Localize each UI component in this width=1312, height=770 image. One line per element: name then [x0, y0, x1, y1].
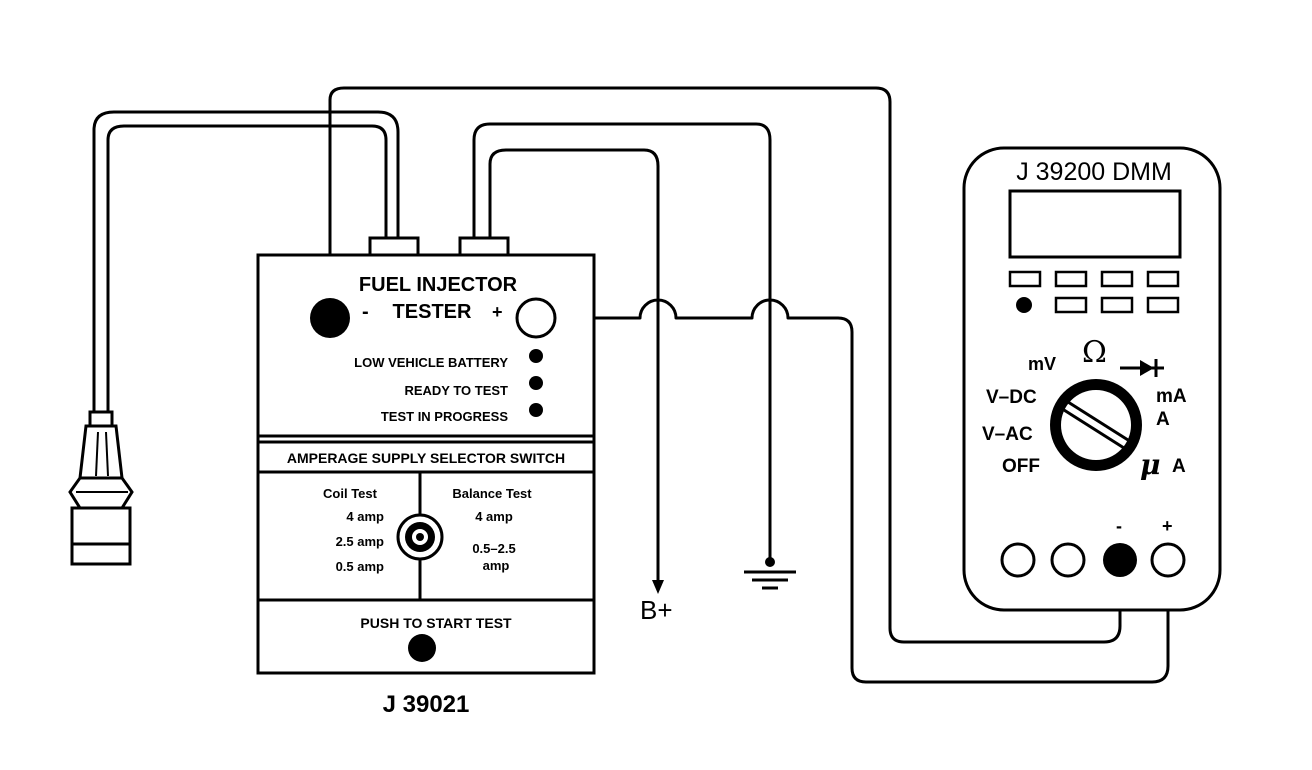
selector-header: AMPERAGE SUPPLY SELECTOR SWITCH	[287, 450, 565, 466]
dmm-button[interactable]	[1054, 270, 1088, 288]
coil-test-option: 2.5 amp	[336, 534, 384, 549]
dmm-positive-jack[interactable]	[1150, 542, 1186, 578]
tester-minus-sign: -	[362, 301, 369, 323]
injector-connector	[68, 410, 134, 566]
dmm-title: J 39200 DMM	[1016, 158, 1172, 186]
tester-power-connector	[458, 236, 510, 258]
dial-label-vdc: V–DC	[986, 387, 1037, 408]
dial-label-vac: V–AC	[982, 424, 1033, 445]
wires	[92, 86, 1170, 684]
dmm-minus-sign: -	[1116, 516, 1122, 536]
dmm-button[interactable]	[1146, 296, 1180, 314]
amperage-selector-knob[interactable]	[396, 513, 444, 561]
dial-label-mv: mV	[1028, 354, 1056, 374]
b-plus-lead	[488, 148, 660, 584]
dmm-display	[1008, 189, 1182, 259]
injector-harness-wire-inner	[106, 124, 388, 414]
diode-icon	[1120, 359, 1164, 377]
push-to-start-label: PUSH TO START TEST	[360, 615, 512, 631]
dmm-plus-sign: +	[1162, 516, 1173, 536]
dmm-button[interactable]	[1100, 270, 1134, 288]
indicator-led-low-battery	[529, 349, 543, 363]
indicator-label-low-battery: LOW VEHICLE BATTERY	[354, 355, 508, 370]
b-plus-arrow	[652, 580, 664, 594]
indicator-label-ready: READY TO TEST	[404, 383, 508, 398]
balance-test-option: 0.5–2.5	[472, 541, 515, 556]
dial-label-ma: mA	[1156, 386, 1187, 407]
digital-multimeter: J 39200 DMM mV Ω V–DC V–AC OFF mA A μ A	[962, 146, 1222, 612]
dmm-positive-lead	[554, 298, 1170, 684]
dmm-button[interactable]	[1008, 270, 1042, 288]
dmm-button[interactable]	[1146, 270, 1180, 288]
dial-label-a: A	[1156, 409, 1170, 430]
ground-icon	[744, 557, 796, 590]
tester-positive-jack[interactable]	[515, 297, 557, 339]
tester-negative-jack[interactable]	[310, 298, 350, 338]
balance-test-option: 4 amp	[475, 509, 513, 524]
dmm-button[interactable]	[1054, 296, 1088, 314]
dmm-negative-lead	[328, 86, 1122, 644]
dial-label-ua: A	[1172, 456, 1186, 477]
dial-label-ohm: Ω	[1082, 335, 1107, 370]
dmm-negative-jack[interactable]	[1103, 543, 1137, 577]
dmm-button[interactable]	[1100, 296, 1134, 314]
ground-lead	[472, 122, 772, 564]
injector-harness-wire	[92, 110, 400, 414]
tester-title-line1: FUEL INJECTOR	[359, 274, 518, 296]
push-to-start-button[interactable]	[408, 634, 436, 662]
balance-test-option: amp	[483, 558, 510, 573]
indicator-led-ready	[529, 376, 543, 390]
tester-title-line2: TESTER	[393, 301, 472, 323]
tester-plus-sign: +	[492, 302, 503, 322]
tester-harness-connector	[368, 236, 420, 258]
coil-test-option: 4 amp	[346, 509, 384, 524]
coil-test-title: Coil Test	[323, 486, 378, 501]
dmm-rotary-dial[interactable]	[1050, 379, 1142, 471]
dmm-power-button[interactable]	[1016, 297, 1032, 313]
fuel-injector-tester: FUEL INJECTOR TESTER - + LOW VEHICLE BAT…	[256, 236, 596, 675]
indicator-led-in-progress	[529, 403, 543, 417]
dial-label-micro: μ	[1140, 448, 1161, 481]
balance-test-title: Balance Test	[452, 486, 532, 501]
dmm-jack[interactable]	[1050, 542, 1086, 578]
dial-label-off: OFF	[1002, 456, 1040, 477]
coil-test-option: 0.5 amp	[336, 559, 384, 574]
dmm-jack[interactable]	[1000, 542, 1036, 578]
b-plus-label: B+	[640, 595, 673, 625]
indicator-label-in-progress: TEST IN PROGRESS	[381, 409, 508, 424]
tester-model-label: J 39021	[383, 691, 470, 718]
